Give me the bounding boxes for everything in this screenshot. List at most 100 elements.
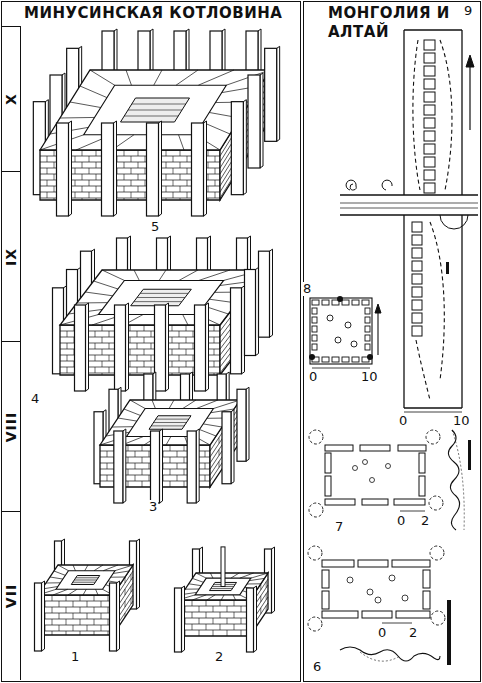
drawing-stroke	[102, 349, 103, 355]
drawing-stroke	[73, 601, 74, 607]
pole	[221, 547, 225, 587]
century-cell: VIII	[2, 342, 21, 512]
drawing-stroke	[215, 192, 216, 198]
drawing-stroke	[54, 198, 55, 200]
stone	[412, 300, 422, 310]
drawing-stroke	[206, 624, 207, 630]
stone	[365, 308, 370, 314]
stone-slab	[248, 75, 260, 168]
stone-slab	[362, 499, 388, 505]
stone-slab	[175, 588, 182, 652]
drawing-stroke	[135, 475, 136, 481]
drawing-stroke	[186, 361, 187, 367]
drawing-stroke	[469, 65, 470, 130]
drawing-stroke	[67, 355, 68, 361]
drawing-stroke	[95, 343, 96, 349]
drawing-stroke	[214, 325, 215, 331]
drawing-stroke	[403, 30, 404, 195]
drawing-stroke	[73, 582, 96, 583]
stone	[412, 287, 422, 297]
drawing-stroke	[66, 607, 67, 613]
drawing-stroke	[85, 565, 88, 571]
drawing-stroke	[75, 192, 76, 198]
drawing-stroke	[172, 349, 173, 355]
drawing-stroke	[196, 400, 218, 409]
drawing-stroke	[80, 619, 81, 625]
drawing-stroke	[180, 174, 181, 180]
drawing-stroke	[199, 618, 200, 624]
stone	[312, 335, 317, 341]
drawing-stroke	[208, 198, 209, 200]
drawing-stroke	[50, 577, 63, 579]
drawing-stroke	[89, 156, 90, 162]
stone-slab	[192, 123, 204, 216]
stone	[365, 326, 370, 332]
drawing-stroke	[192, 624, 193, 630]
drawing-stroke	[170, 469, 171, 475]
drawing-stroke	[179, 367, 180, 373]
figure-number: 8	[302, 282, 312, 296]
drawing-stroke	[186, 325, 187, 331]
drawing-stroke	[198, 70, 234, 85]
drawing-stroke	[184, 445, 185, 451]
drawing-stroke	[193, 343, 194, 349]
drawing-stroke	[210, 573, 213, 578]
stone-slab	[247, 588, 254, 652]
drawing-stroke	[173, 168, 174, 174]
century-label: X	[3, 93, 19, 105]
figure-number: 3	[148, 500, 158, 514]
drawing-stroke	[38, 625, 113, 626]
century-label: IX	[3, 247, 19, 265]
drawing-stroke	[413, 40, 420, 190]
drawing-stroke	[76, 577, 99, 578]
drawing-stroke	[75, 168, 76, 174]
stone-slab	[35, 583, 42, 651]
drawing-stroke	[166, 162, 167, 168]
drawing-stroke	[131, 156, 132, 162]
drawing-stroke	[145, 168, 146, 174]
drawing-stroke	[430, 222, 444, 380]
drawing-stroke	[52, 631, 53, 635]
drawing-stroke	[234, 612, 235, 618]
drawing-stroke	[96, 150, 97, 156]
north-arrow	[375, 304, 381, 313]
drawing-stroke	[213, 606, 214, 612]
drawing-stroke	[192, 600, 193, 606]
drawing-stroke	[82, 186, 83, 192]
drawing-stroke	[89, 168, 90, 174]
drawing-stroke	[382, 623, 412, 624]
drawing-stroke	[215, 168, 216, 174]
drawing-stroke	[440, 215, 468, 229]
drawing-stroke	[128, 481, 129, 487]
drawing-stroke	[95, 367, 96, 373]
stone-slab	[245, 270, 256, 356]
drawing-stroke	[53, 589, 68, 595]
drawing-stroke	[73, 613, 74, 619]
drawing-stroke	[52, 619, 53, 625]
stone	[412, 235, 422, 245]
stone-slab	[398, 445, 426, 451]
stone	[352, 300, 359, 305]
drawing-stroke	[382, 180, 392, 190]
stone-slab	[222, 412, 231, 484]
figure-number: 9	[463, 4, 473, 18]
stone	[424, 118, 435, 128]
drawing-stroke	[189, 584, 201, 586]
drawing-stroke	[87, 613, 88, 619]
drawing-stroke	[131, 192, 132, 198]
drawing-stroke	[82, 174, 83, 180]
stone-slab	[110, 583, 117, 651]
drawing-stroke	[75, 180, 76, 186]
drawing-stroke	[67, 367, 68, 373]
drawing-stroke	[211, 588, 233, 589]
stone-slab	[325, 445, 353, 451]
drawing-stroke	[206, 612, 207, 618]
drawing-stroke	[54, 162, 55, 168]
post-pit	[308, 546, 322, 560]
stone	[402, 595, 408, 601]
drawing-stroke	[73, 625, 74, 631]
drawing-stroke	[118, 418, 137, 421]
drawing-stroke	[416, 340, 430, 400]
drawing-stroke	[183, 400, 196, 409]
stone	[412, 261, 422, 271]
